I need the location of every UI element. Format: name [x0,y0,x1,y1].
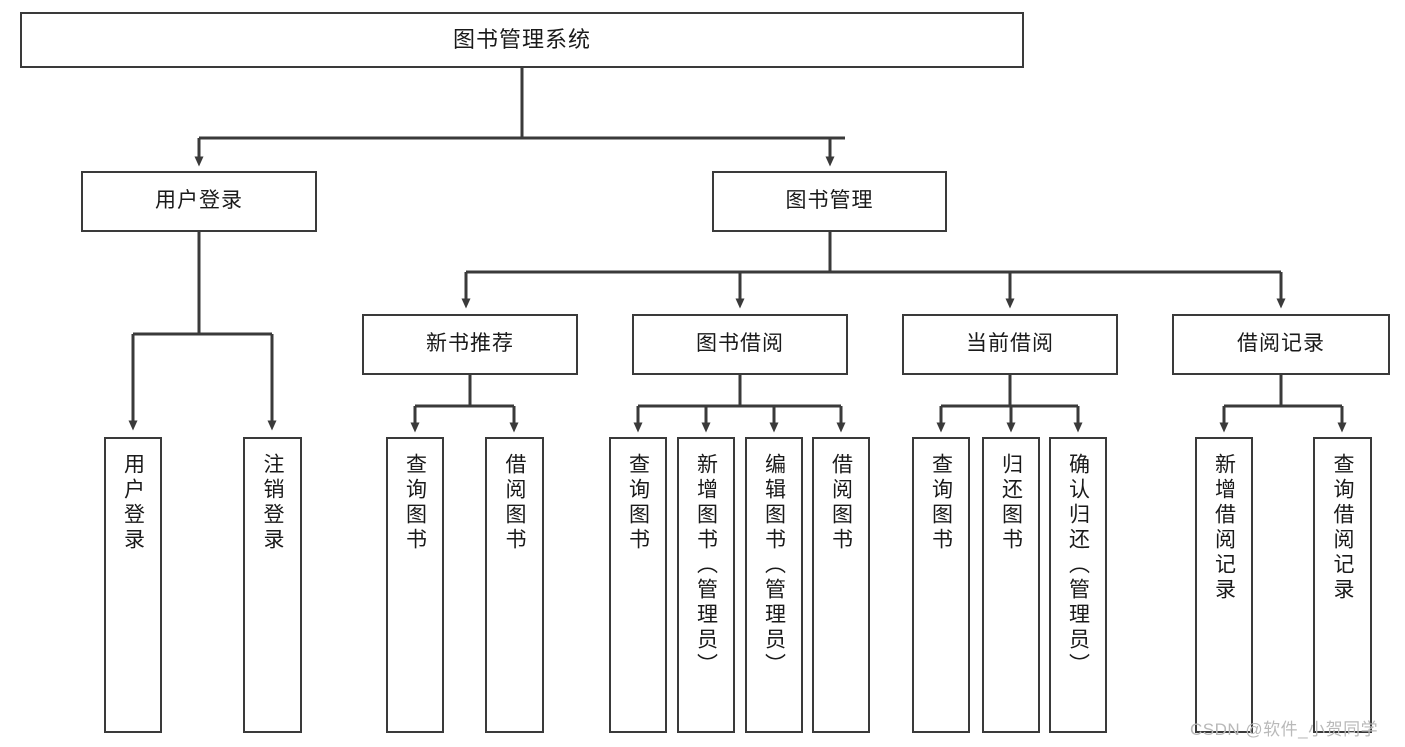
node-leaf-query-book-bor[interactable]: 查询图书 [609,437,667,733]
node-leaf-query-book-cur-label: 查询图书 [929,453,953,553]
node-leaf-borrow-book-bor[interactable]: 借阅图书 [812,437,870,733]
node-leaf-user-login[interactable]: 用户登录 [104,437,162,733]
node-leaf-query-book-bor-label: 查询图书 [626,453,650,553]
node-leaf-return-book[interactable]: 归还图书 [982,437,1040,733]
node-current-borrow[interactable]: 当前借阅 [902,314,1118,375]
edge-current-borrow-to-leaves [936,375,1083,433]
edge-borrow-record-to-leaves [1219,375,1347,433]
node-leaf-add-book-label: 新增图书（管理员） [694,453,718,678]
node-root[interactable]: 图书管理系统 [20,12,1024,68]
node-leaf-add-book[interactable]: 新增图书（管理员） [677,437,735,733]
node-leaf-borrow-book-rec-label: 借阅图书 [503,453,526,553]
node-borrow-record[interactable]: 借阅记录 [1172,314,1390,375]
edge-book-manage-to-level3 [461,232,1286,309]
node-current-borrow-label: 当前借阅 [966,332,1054,356]
node-root-label: 图书管理系统 [452,27,591,53]
node-user-login[interactable]: 用户登录 [81,171,317,232]
node-book-borrow[interactable]: 图书借阅 [632,314,848,375]
node-book-borrow-label: 图书借阅 [696,332,784,356]
node-leaf-borrow-book-bor-label: 借阅图书 [829,453,853,553]
node-new-book-recommend-label: 新书推荐 [426,332,514,356]
node-leaf-query-book-rec[interactable]: 查询图书 [386,437,444,733]
edge-book-borrow-to-leaves [633,375,846,433]
node-book-manage[interactable]: 图书管理 [712,171,947,232]
edge-root-to-level2 [194,68,845,167]
edge-new-book-recommend-to-leaves [410,375,519,433]
node-book-manage-label: 图书管理 [785,189,874,213]
node-borrow-record-label: 借阅记录 [1237,332,1325,356]
node-leaf-query-book-rec-label: 查询图书 [403,453,427,553]
node-leaf-edit-book[interactable]: 编辑图书（管理员） [745,437,803,733]
csdn-watermark: CSDN @软件_小贺同学 [1190,720,1379,739]
edge-user-login-to-leaves [128,232,277,431]
node-leaf-add-record-label: 新增借阅记录 [1212,453,1236,603]
node-leaf-add-record[interactable]: 新增借阅记录 [1195,437,1253,733]
node-leaf-logout-label: 注销登录 [261,453,284,553]
node-leaf-return-book-label: 归还图书 [999,453,1023,553]
node-leaf-confirm-return[interactable]: 确认归还（管理员） [1049,437,1107,733]
node-leaf-confirm-return-label: 确认归还（管理员） [1066,453,1090,678]
node-leaf-user-login-label: 用户登录 [121,453,145,553]
node-leaf-query-record-label: 查询借阅记录 [1331,453,1354,603]
node-leaf-logout[interactable]: 注销登录 [243,437,302,733]
node-leaf-edit-book-label: 编辑图书（管理员） [762,453,786,678]
node-user-login-label: 用户登录 [155,189,243,213]
node-leaf-query-book-cur[interactable]: 查询图书 [912,437,970,733]
node-leaf-borrow-book-rec[interactable]: 借阅图书 [485,437,544,733]
node-leaf-query-record[interactable]: 查询借阅记录 [1313,437,1372,733]
node-new-book-recommend[interactable]: 新书推荐 [362,314,578,375]
